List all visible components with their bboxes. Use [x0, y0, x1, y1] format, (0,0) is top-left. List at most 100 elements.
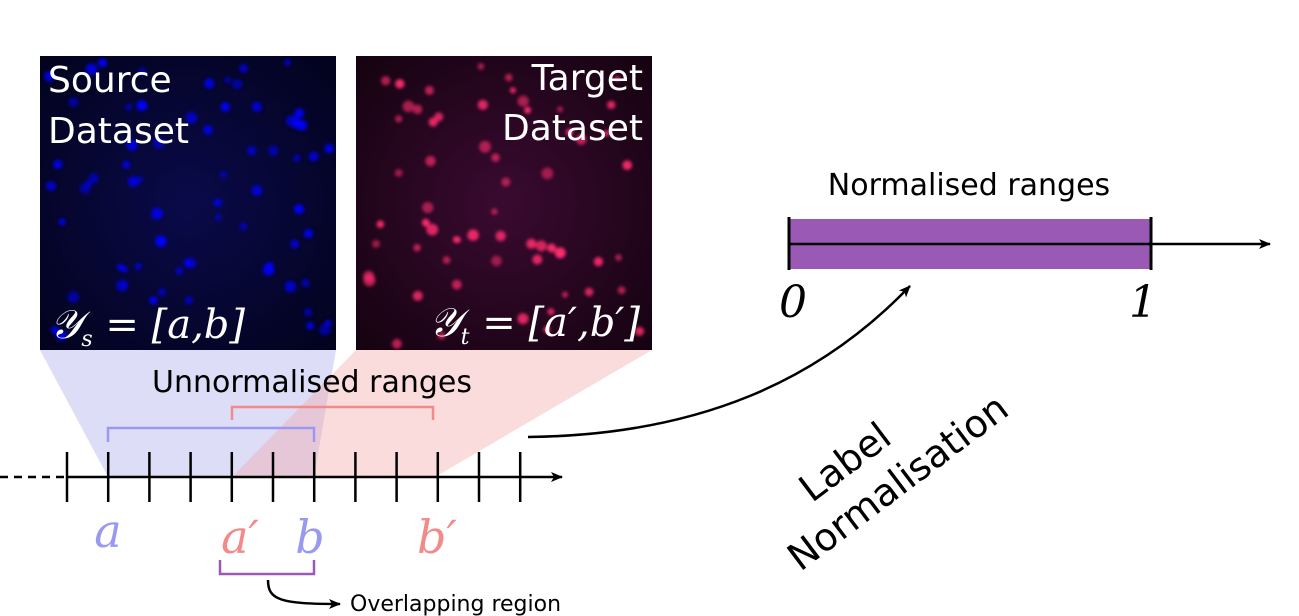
cell-dot — [247, 146, 257, 156]
cell-dot — [372, 239, 380, 248]
cell-dot — [319, 323, 331, 336]
cell-dot — [491, 153, 500, 162]
cell-dot — [607, 100, 616, 110]
cell-dot — [454, 236, 461, 244]
cell-dot — [51, 326, 59, 334]
cell-dot — [617, 286, 626, 295]
normalised-ranges-title: Normalised ranges — [828, 168, 1110, 203]
cell-dot — [151, 207, 164, 220]
cell-dot — [634, 326, 645, 336]
cell-dot — [547, 243, 557, 253]
cell-dot — [412, 290, 423, 301]
source-title-line2: Dataset — [48, 111, 189, 152]
cell-dot — [158, 288, 166, 296]
source-range-bracket — [106, 426, 316, 442]
cell-dot — [126, 139, 138, 151]
cell-dot — [422, 202, 434, 214]
cell-dot — [524, 106, 531, 114]
target-range-label: 𝒴t = [a′,b′] — [429, 300, 640, 350]
number-line-ticks — [65, 452, 522, 502]
cell-dot — [394, 169, 403, 177]
cell-dot — [622, 160, 632, 170]
cell-dot — [219, 171, 228, 179]
cell-dot — [85, 63, 98, 75]
cell-dot — [79, 183, 91, 194]
cell-dot — [232, 79, 243, 90]
target-range-bracket — [230, 405, 435, 420]
cell-dot — [303, 229, 313, 239]
cell-dot — [543, 326, 551, 333]
cell-dot — [68, 97, 79, 107]
cell-dot — [477, 63, 485, 70]
cell-dot — [175, 267, 184, 275]
cell-dot — [517, 95, 529, 107]
target-dataset-panel: Target Dataset 𝒴t = [a′,b′] — [356, 56, 652, 350]
cell-dot — [535, 240, 547, 252]
cell-dot — [575, 134, 587, 145]
cell-dot — [291, 115, 299, 123]
tick-label-a: a — [94, 504, 121, 558]
cell-dot — [402, 100, 415, 113]
cell-dot — [239, 64, 248, 73]
cell-dot — [376, 220, 385, 228]
cell-dot — [214, 214, 222, 221]
cell-dot — [53, 159, 63, 169]
cell-dot — [122, 160, 131, 169]
cell-dot — [294, 204, 304, 215]
cell-dot — [265, 261, 274, 270]
cell-dot — [127, 176, 139, 188]
cell-dot — [491, 208, 498, 215]
cell-dot — [541, 167, 554, 180]
normalisation-label: Label Normalisation — [779, 385, 1016, 579]
cell-dot — [428, 117, 438, 127]
cell-dot — [517, 313, 529, 325]
cell-dot — [121, 281, 128, 289]
source-cells — [44, 58, 334, 341]
normalised-label-zero: 0 — [779, 277, 807, 328]
target-projection — [232, 350, 652, 477]
cell-dot — [56, 330, 67, 341]
cell-dot — [284, 280, 297, 293]
cell-dot — [301, 279, 310, 287]
cell-dot — [268, 145, 279, 156]
cell-dot — [424, 85, 434, 95]
cell-dot — [153, 137, 165, 149]
cell-dot — [495, 230, 506, 242]
cell-dot — [426, 223, 439, 236]
cell-dot — [125, 103, 133, 111]
target-title-line1: Target — [531, 58, 643, 99]
cell-dot — [224, 77, 231, 84]
tick-label-b-prime: b′ — [417, 510, 457, 564]
cell-dot — [239, 222, 248, 231]
cell-dot — [308, 151, 319, 162]
cell-dot — [284, 59, 291, 67]
cell-dot — [491, 255, 502, 267]
unnormalised-ranges-title: Unnormalised ranges — [152, 365, 472, 400]
cell-dot — [251, 101, 262, 112]
cell-dot — [97, 58, 107, 68]
cell-dot — [547, 308, 555, 316]
cell-dot — [155, 235, 167, 247]
cell-dot — [413, 244, 421, 252]
cell-dot — [437, 331, 446, 340]
cell-dot — [121, 266, 128, 273]
cell-dot — [136, 176, 143, 183]
cell-dot — [509, 87, 516, 94]
cell-dot — [138, 67, 147, 76]
cell-dot — [185, 112, 198, 124]
cell-dot — [615, 254, 622, 261]
cell-dot — [183, 258, 193, 268]
cell-dot — [526, 238, 537, 249]
cell-dot — [251, 185, 263, 197]
cell-dot — [501, 177, 511, 187]
cell-dot — [565, 128, 574, 136]
cell-dot — [584, 287, 594, 297]
cell-dot — [477, 99, 488, 110]
cell-dot — [479, 140, 491, 153]
source-title-line1: Source — [48, 60, 172, 101]
overlap-label: Overlapping region — [350, 592, 561, 616]
cell-dot — [554, 247, 566, 259]
cell-dot — [412, 104, 423, 115]
overlap-pointer-arrow — [266, 579, 341, 609]
